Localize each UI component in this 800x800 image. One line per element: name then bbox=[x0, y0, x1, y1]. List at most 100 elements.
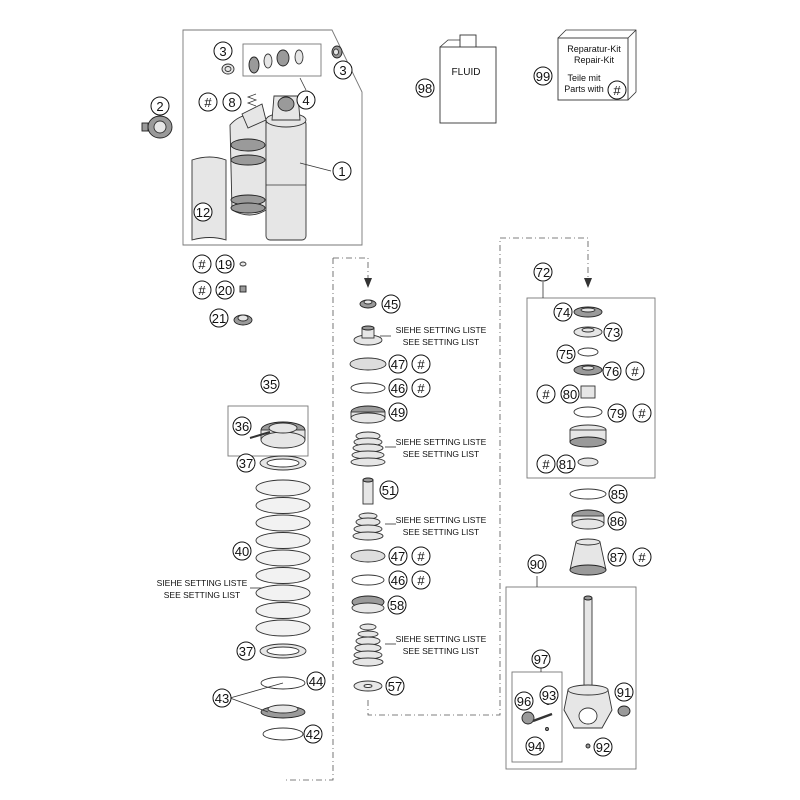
svg-text:#: # bbox=[417, 549, 425, 564]
repair-kit-line3: Teile mit bbox=[567, 73, 601, 83]
svg-text:3: 3 bbox=[219, 44, 226, 59]
compression-housing bbox=[569, 424, 607, 448]
part-43-spring-seat bbox=[260, 704, 306, 719]
svg-text:92: 92 bbox=[596, 740, 610, 755]
callout-44: 44 bbox=[306, 671, 326, 691]
svg-text:#: # bbox=[204, 95, 212, 110]
callout-8: 8 bbox=[222, 92, 242, 112]
callout-72: 72 bbox=[533, 262, 553, 282]
svg-text:#: # bbox=[417, 357, 425, 372]
flow-line-left-column bbox=[286, 258, 334, 781]
callout-hash: # bbox=[411, 546, 431, 566]
part-8-small-spring bbox=[246, 93, 258, 107]
spring-coil bbox=[255, 532, 311, 549]
callout-hash: # bbox=[198, 92, 218, 112]
part-51-valve bbox=[362, 477, 374, 505]
svg-text:SIEHE SETTING LISTE: SIEHE SETTING LISTE bbox=[396, 515, 487, 525]
svg-text:SEE SETTING LIST: SEE SETTING LIST bbox=[164, 590, 241, 600]
callout-93: 93 bbox=[539, 685, 559, 705]
callout-hash: # bbox=[192, 254, 212, 274]
fluid-bottle: FLUID bbox=[439, 34, 497, 124]
svg-text:19: 19 bbox=[218, 257, 232, 272]
callout-46: 46 bbox=[388, 378, 408, 398]
arrow-down-right bbox=[584, 278, 592, 288]
svg-text:72: 72 bbox=[536, 265, 550, 280]
svg-text:#: # bbox=[542, 457, 550, 472]
callout-hash: # bbox=[411, 354, 431, 374]
svg-text:SIEHE SETTING LISTE: SIEHE SETTING LISTE bbox=[396, 437, 487, 447]
svg-text:SIEHE SETTING LISTE: SIEHE SETTING LISTE bbox=[157, 578, 248, 588]
part-49-piston bbox=[350, 405, 386, 424]
part-80 bbox=[580, 385, 596, 399]
callout-36: 36 bbox=[232, 416, 252, 436]
callout-94: 94 bbox=[525, 736, 545, 756]
callout-75: 75 bbox=[556, 344, 576, 364]
arrow-down-left bbox=[364, 278, 372, 288]
svg-text:96: 96 bbox=[517, 694, 531, 709]
part-73 bbox=[573, 326, 603, 338]
svg-text:#: # bbox=[638, 406, 646, 421]
callout-40: 40 bbox=[232, 541, 252, 561]
callout-92: 92 bbox=[593, 737, 613, 757]
svg-text:3: 3 bbox=[339, 63, 346, 78]
svg-text:99: 99 bbox=[536, 69, 550, 84]
svg-text:57: 57 bbox=[388, 679, 402, 694]
callout-4: 4 bbox=[296, 90, 316, 110]
repair-kit-line1: Reparatur-Kit bbox=[567, 44, 621, 54]
callout-51: 51 bbox=[379, 480, 399, 500]
svg-text:2: 2 bbox=[156, 99, 163, 114]
svg-text:90: 90 bbox=[530, 557, 544, 572]
svg-text:SEE SETTING LIST: SEE SETTING LIST bbox=[403, 449, 480, 459]
part-36-bolt bbox=[249, 431, 271, 439]
svg-text:#: # bbox=[638, 550, 646, 565]
callout-96: 96 bbox=[514, 691, 534, 711]
svg-text:49: 49 bbox=[391, 405, 405, 420]
callout-98: 98 bbox=[415, 78, 435, 98]
part-92 bbox=[585, 743, 591, 749]
callout-85: 85 bbox=[608, 484, 628, 504]
group-box-shock bbox=[182, 29, 363, 246]
setting-note-4: SIEHE SETTING LISTE SEE SETTING LIST bbox=[385, 634, 487, 656]
svg-text:47: 47 bbox=[391, 549, 405, 564]
setting-note-1: SIEHE SETTING LISTE SEE SETTING LIST bbox=[380, 325, 487, 347]
setting-note-2: SIEHE SETTING LISTE SEE SETTING LIST bbox=[385, 437, 487, 459]
callout-3: 3 bbox=[333, 60, 353, 80]
shim-stack-lower bbox=[352, 623, 384, 667]
spring-coil bbox=[255, 497, 311, 514]
repair-kit-line2: Repair-Kit bbox=[574, 55, 615, 65]
shim-stack-middle bbox=[352, 512, 384, 541]
callout-hash: # bbox=[411, 378, 431, 398]
svg-text:47: 47 bbox=[391, 357, 405, 372]
callout-2: 2 bbox=[150, 96, 170, 116]
svg-text:76: 76 bbox=[605, 364, 619, 379]
svg-text:43: 43 bbox=[215, 691, 229, 706]
part-35-preload-ring bbox=[260, 421, 306, 449]
svg-text:37: 37 bbox=[239, 456, 253, 471]
svg-text:#: # bbox=[417, 573, 425, 588]
spring-coil bbox=[255, 602, 311, 619]
svg-text:42: 42 bbox=[306, 727, 320, 742]
callout-hash: # bbox=[536, 384, 556, 404]
svg-text:73: 73 bbox=[606, 325, 620, 340]
svg-text:SEE SETTING LIST: SEE SETTING LIST bbox=[403, 337, 480, 347]
svg-text:74: 74 bbox=[556, 305, 570, 320]
callout-hash: # bbox=[411, 570, 431, 590]
setting-note-spring: SIEHE SETTING LISTE SEE SETTING LIST bbox=[157, 578, 262, 600]
callout-1: 1 bbox=[332, 161, 352, 181]
part-47-washer-b bbox=[350, 549, 386, 563]
svg-text:SEE SETTING LIST: SEE SETTING LIST bbox=[403, 646, 480, 656]
callout-58: 58 bbox=[387, 595, 407, 615]
part-21 bbox=[233, 314, 253, 326]
svg-text:4: 4 bbox=[302, 93, 309, 108]
stack-upper-setting bbox=[353, 325, 383, 346]
callout-81: 81 bbox=[556, 454, 576, 474]
part-12-sleeve bbox=[191, 156, 227, 241]
svg-text:45: 45 bbox=[384, 297, 398, 312]
callout-91: 91 bbox=[614, 682, 634, 702]
callout-hash: # bbox=[192, 280, 212, 300]
callout-76: 76 bbox=[602, 361, 622, 381]
part-19 bbox=[239, 261, 247, 267]
part-40-coil-spring bbox=[255, 479, 311, 637]
svg-text:80: 80 bbox=[563, 387, 577, 402]
callout-86: 86 bbox=[607, 511, 627, 531]
